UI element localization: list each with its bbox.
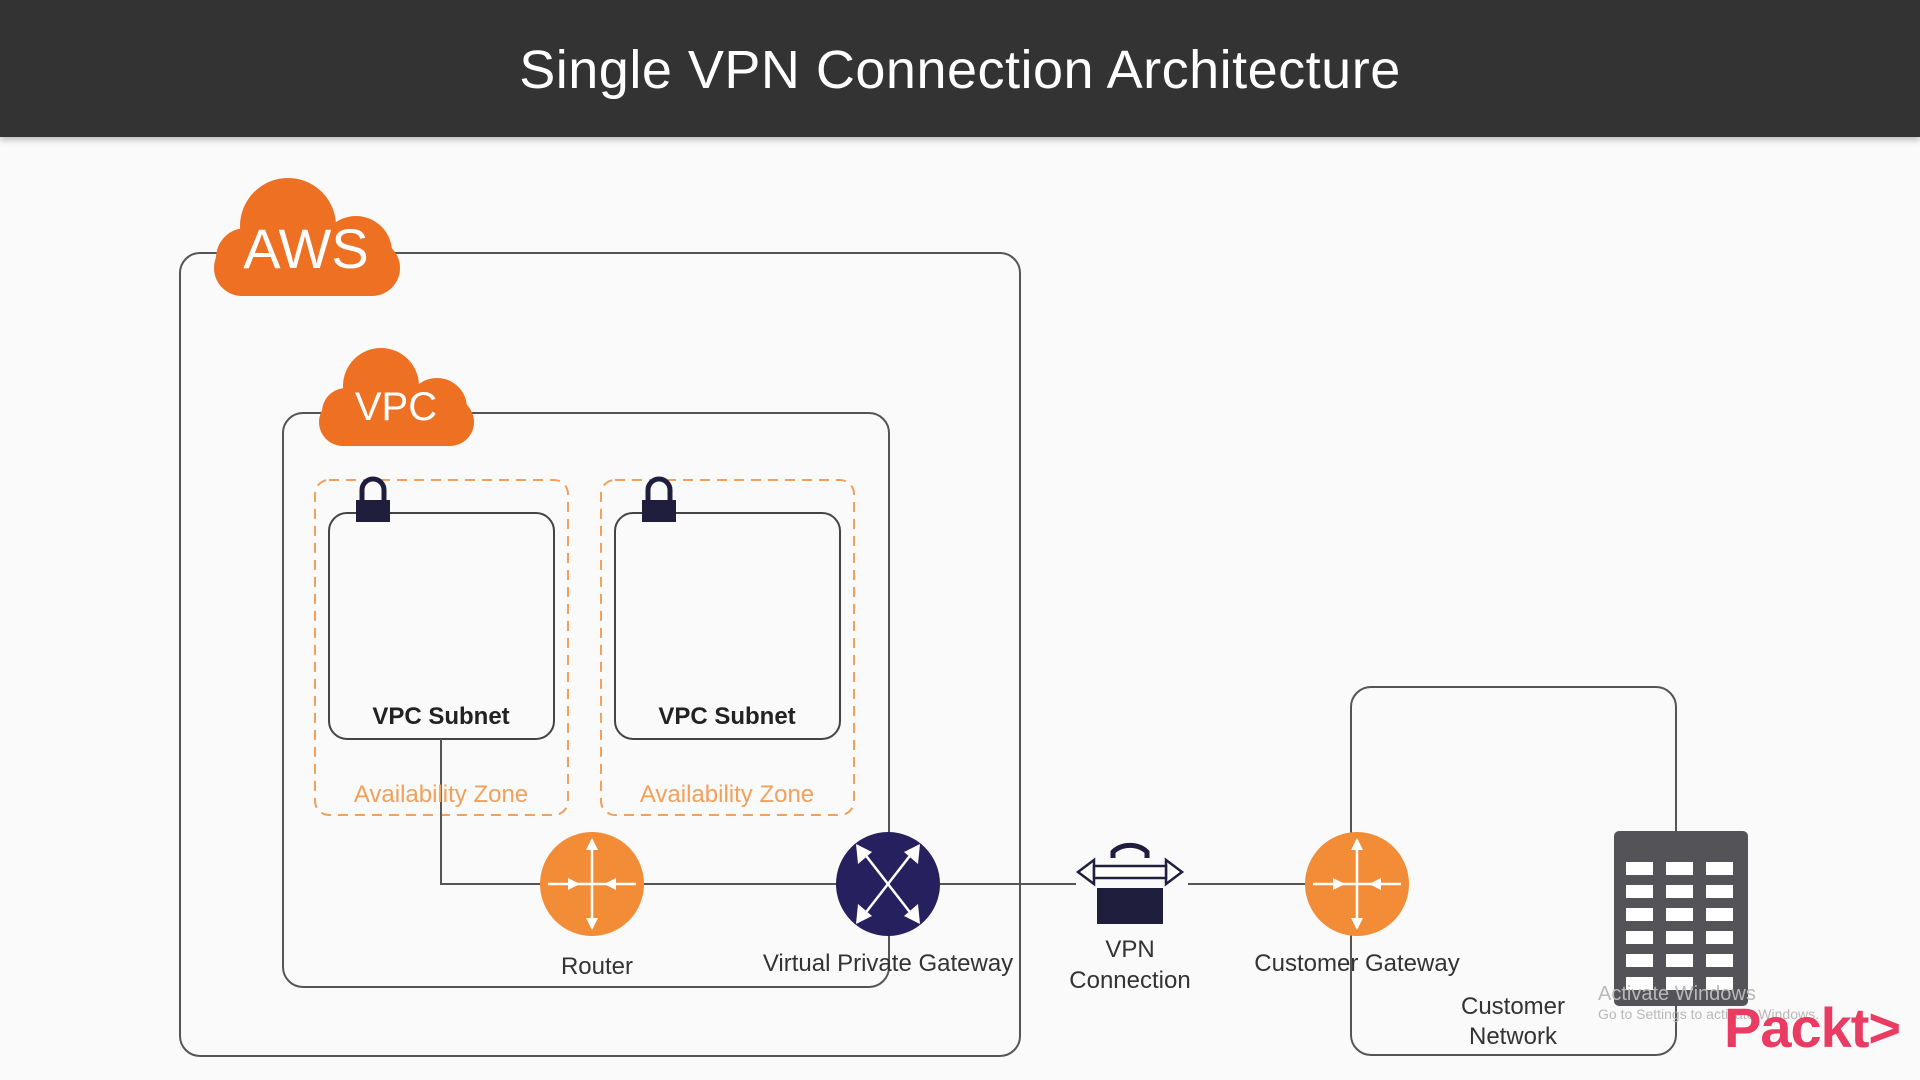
subnet-label: VPC Subnet <box>658 703 795 730</box>
aws-cloud-boundary <box>179 252 1021 1057</box>
subnet-label: VPC Subnet <box>372 703 509 730</box>
customer-network-label-line2: Network <box>1469 1023 1558 1050</box>
lock-icon <box>642 479 676 522</box>
customer-gateway-label: Customer Gateway <box>1254 950 1459 977</box>
availability-zone-label: Availability Zone <box>354 781 528 808</box>
virtual-private-gateway-node <box>836 832 940 936</box>
availability-zone-label: Availability Zone <box>640 781 814 808</box>
vpc-label: VPC <box>355 385 437 429</box>
connection-lines <box>440 739 1306 885</box>
vpc-subnet-2 <box>614 512 841 740</box>
vpn-lock-icon <box>1075 842 1185 924</box>
router-label: Router <box>561 953 633 980</box>
availability-zone-2 <box>600 479 855 816</box>
title-bar: Single VPN Connection Architecture <box>0 0 1920 137</box>
packt-logo: Packt> <box>1724 996 1901 1059</box>
customer-network-label-line1: Customer <box>1461 993 1565 1020</box>
router-node <box>540 832 644 936</box>
vpc-boundary <box>282 412 890 988</box>
page-title: Single VPN Connection Architecture <box>519 39 1401 100</box>
watermark-line1: Activate Windows <box>1598 983 1756 1005</box>
vpc-cloud-icon: VPC <box>319 348 474 446</box>
aws-label: AWS <box>243 217 368 280</box>
vpn-label-line1: VPN <box>1105 936 1154 963</box>
aws-cloud-icon: AWS <box>214 178 400 296</box>
lock-icon <box>356 479 390 522</box>
activate-windows-watermark: Activate Windows Go to Settings to activ… <box>1598 983 1819 1022</box>
customer-gateway-node <box>1305 832 1409 936</box>
watermark-line2: Go to Settings to activate Windows. <box>1598 1006 1819 1022</box>
vpn-label-line2: Connection <box>1069 967 1190 994</box>
vpg-label: Virtual Private Gateway <box>763 950 1013 977</box>
building-icon <box>1614 831 1748 1006</box>
